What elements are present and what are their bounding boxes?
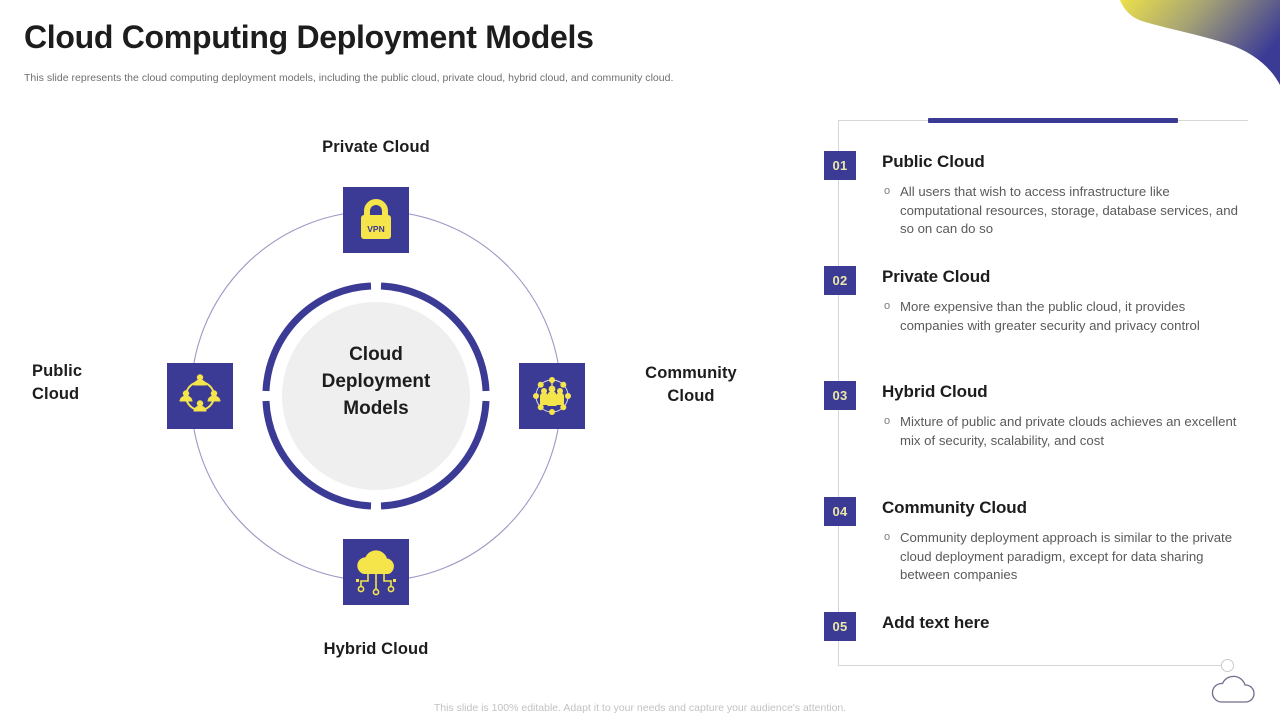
icon-tile-private-cloud[interactable]: VPN [343,187,409,253]
bullet-marker-icon: o [884,300,891,312]
diagram-rings [190,210,562,582]
bullet-text: Mixture of public and private clouds ach… [900,414,1237,448]
diagram-center-label: Cloud Deployment Models [296,342,456,423]
item-title: Add text here [882,613,990,632]
public-label-line-1: Public [32,362,83,380]
page-title: Cloud Computing Deployment Models [24,19,594,55]
panel-progress-accent[interactable] [928,118,1178,123]
bullet-marker-icon: o [884,185,891,197]
cloud-deployment-diagram: Cloud Deployment Models Private Cloud Hy… [32,120,780,680]
panel-bottom-hairline [838,665,1228,666]
icon-tile-community-cloud[interactable] [519,363,585,429]
item-title: Public Cloud [882,152,985,171]
inner-ring-segments [262,282,490,510]
icon-tile-hybrid-cloud[interactable] [343,539,409,605]
item-number-badge: 04 [824,497,856,526]
community-label-line-2: Cloud [667,387,715,406]
item-title: Private Cloud [882,267,991,286]
center-disc [282,302,470,490]
item-title: Hybrid Cloud [882,382,988,401]
cloud-connections-icon [356,550,396,596]
node-label-public-cloud: Public Cloud [32,360,152,406]
padlock-vpn-icon: VPN [361,199,391,239]
bullet-text: All users that wish to access infrastruc… [900,184,1238,237]
padlock-vpn-caption: VPN [367,224,384,234]
icon-tile-public-cloud[interactable] [167,363,233,429]
node-label-private-cloud: Private Cloud [322,138,430,156]
panel-resize-handle[interactable] [1221,659,1234,672]
details-panel: 01 Public Cloud o All users that wish to… [824,118,1248,672]
item-number-badge: 01 [824,151,856,180]
center-label-line-2: Deployment [321,370,431,392]
item-number-badge: 02 [824,266,856,295]
item-bullet: o Community deployment approach is simil… [884,529,1248,585]
bullet-text: More expensive than the public cloud, it… [900,299,1200,333]
item-number-badge: 03 [824,381,856,410]
bullet-text: Community deployment approach is similar… [900,530,1233,583]
center-label-line-3: Models [343,397,409,419]
users-network-icon [179,374,221,412]
page-subtitle: This slide represents the cloud computin… [24,72,674,84]
item-bullet: o Mixture of public and private clouds a… [884,413,1248,450]
node-label-community-cloud: Community Cloud [616,362,766,408]
item-title: Community Cloud [882,498,1027,517]
item-bullet: o More expensive than the public cloud, … [884,298,1248,335]
people-group-icon [533,377,571,415]
community-label-line-1: Community [645,364,737,382]
center-label-line-1: Cloud [349,344,403,365]
node-label-hybrid-cloud: Hybrid Cloud [323,640,429,658]
public-label-line-2: Cloud [32,385,80,404]
footer-note: This slide is 100% editable. Adapt it to… [433,702,847,714]
corner-decoration [1120,0,1280,85]
bullet-marker-icon: o [884,531,891,543]
item-bullet: o All users that wish to access infrastr… [884,183,1248,239]
bullet-marker-icon: o [884,415,891,427]
item-number-badge: 05 [824,612,856,641]
cloud-outline-icon [1211,675,1255,703]
